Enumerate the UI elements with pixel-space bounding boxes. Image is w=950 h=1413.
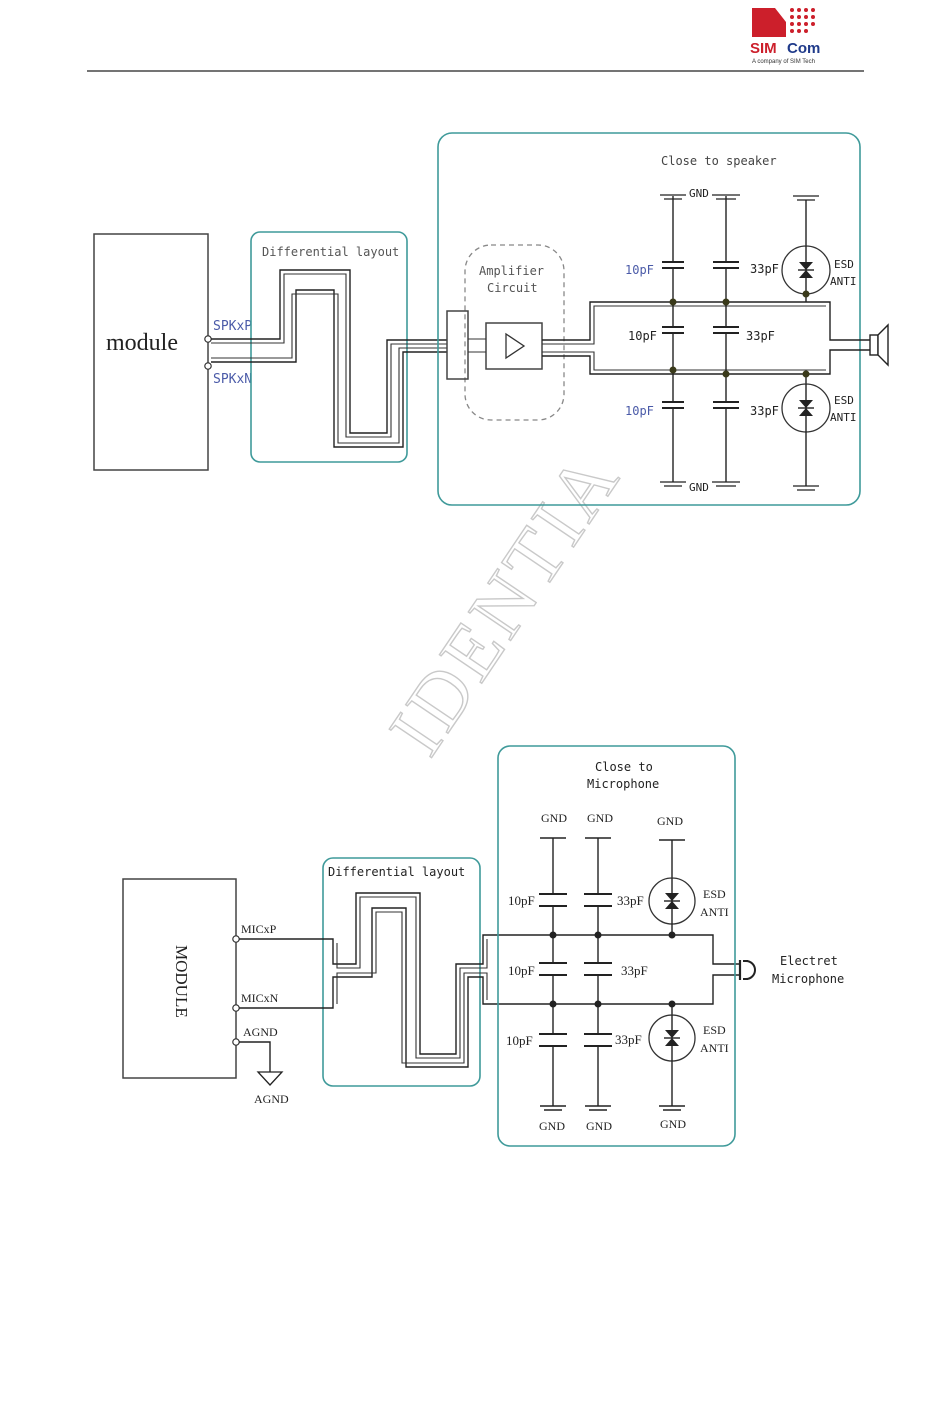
microphone-diagram: MODULE MICxP MICxN AGND AGND Differentia… bbox=[122, 745, 844, 1147]
spkxn-pin bbox=[204, 362, 212, 370]
mic-device-label-1: Electret bbox=[780, 954, 838, 968]
speaker-gnd-top-label: GND bbox=[689, 187, 709, 200]
mic-cap-label-10pf-mid: 10pF bbox=[508, 963, 535, 978]
mic-gnd-label-top-3: GND bbox=[657, 814, 683, 828]
mic-module-box bbox=[122, 878, 237, 1079]
mic-cap-label-33pf-mid: 33pF bbox=[621, 963, 648, 978]
amplifier-block bbox=[485, 322, 543, 370]
logo-dot-grid bbox=[790, 8, 815, 33]
micxn-pin bbox=[232, 1004, 240, 1012]
mic-esd-label-top: ESD bbox=[703, 887, 726, 901]
logo-red-shape bbox=[752, 8, 786, 37]
mic-differential-box bbox=[322, 857, 481, 1087]
speaker-differential-traces bbox=[211, 269, 447, 448]
mic-cap-label-10pf-top: 10pF bbox=[508, 893, 535, 908]
mic-device-label-2: Microphone bbox=[772, 972, 844, 986]
mic-module-label: MODULE bbox=[172, 945, 191, 1018]
speaker-cap-label-10pf-mid: 10pF bbox=[628, 329, 657, 343]
speaker-junction bbox=[722, 298, 730, 306]
speaker-cap-column-10pf bbox=[662, 196, 684, 482]
micxp-label: MICxP bbox=[241, 922, 277, 936]
mic-gnd-label-top-1: GND bbox=[541, 811, 567, 825]
speaker-module-box bbox=[93, 233, 209, 471]
speaker-esd-label-top: ESD bbox=[834, 258, 854, 271]
agnd-symbol bbox=[256, 1071, 284, 1086]
amplifier-dashed-box bbox=[464, 244, 565, 421]
speaker-differential-box bbox=[250, 231, 408, 463]
mic-anti-label-bottom: ANTI bbox=[700, 1041, 729, 1055]
speaker-cap-label-10pf-top: 10pF bbox=[625, 263, 654, 277]
mic-esd-bottom bbox=[648, 1004, 696, 1106]
mic-gnd-bottom bbox=[540, 1105, 685, 1111]
mic-gnd-label-top-2: GND bbox=[587, 811, 613, 825]
mic-junction bbox=[594, 1000, 602, 1008]
speaker-gnd-top: GND bbox=[660, 187, 819, 201]
mic-cap-label-10pf-bottom: 10pF bbox=[506, 1033, 533, 1048]
agnd-pin-label: AGND bbox=[243, 1025, 278, 1039]
confidential-watermark: IDENTIA bbox=[372, 435, 637, 769]
microphone-icon bbox=[738, 960, 756, 980]
speaker-differential-label: Differential layout bbox=[262, 245, 399, 259]
mic-junction bbox=[668, 931, 676, 939]
speaker-junction bbox=[802, 370, 810, 378]
mic-esd-top bbox=[648, 840, 696, 935]
simcom-logo: SIM Com A company of SIM Tech bbox=[750, 8, 820, 65]
speaker-anti-label-bottom: ANTI bbox=[830, 411, 857, 424]
logo-sim-text: SIM bbox=[750, 40, 777, 57]
micxn-label: MICxN bbox=[241, 991, 279, 1005]
speaker-cap-column-33pf bbox=[713, 196, 739, 482]
speaker-esd-label-bottom: ESD bbox=[834, 394, 854, 407]
spkxp-pin bbox=[204, 335, 212, 343]
mic-junction bbox=[549, 1000, 557, 1008]
mic-junction bbox=[549, 931, 557, 939]
speaker-esd-bottom bbox=[781, 374, 831, 486]
mic-close-label-1: Close to bbox=[595, 760, 653, 774]
speaker-cap-label-33pf-top: 33pF bbox=[750, 262, 779, 276]
speaker-junction bbox=[669, 298, 677, 306]
speaker-cap-label-10pf-bottom: 10pF bbox=[625, 404, 654, 418]
mic-gnd-label-bottom-3: GND bbox=[660, 1117, 686, 1131]
mic-junction bbox=[594, 931, 602, 939]
mic-close-label-2: Microphone bbox=[587, 777, 659, 791]
agnd-pin bbox=[232, 1038, 240, 1046]
speaker-gnd-bottom: GND bbox=[660, 481, 819, 494]
speaker-close-label: Close to speaker bbox=[661, 154, 777, 168]
mic-esd-label-bottom: ESD bbox=[703, 1023, 726, 1037]
speaker-junction bbox=[802, 290, 810, 298]
speaker-close-box bbox=[437, 132, 861, 506]
mic-gnd-label-bottom-1: GND bbox=[539, 1119, 565, 1133]
speaker-diagram: module SPKxP SPKxN Differential layout C… bbox=[93, 132, 889, 506]
logo-com-text: Com bbox=[787, 40, 820, 57]
speaker-cap-label-33pf-bottom: 33pF bbox=[750, 404, 779, 418]
mic-anti-label-top: ANTI bbox=[700, 905, 729, 919]
speaker-icon bbox=[869, 323, 889, 367]
mic-differential-label: Differential layout bbox=[328, 865, 465, 879]
agnd-label: AGND bbox=[254, 1092, 289, 1106]
spkxn-label: SPKxN bbox=[213, 372, 252, 387]
mic-close-box bbox=[497, 745, 736, 1147]
speaker-junction bbox=[722, 370, 730, 378]
amplifier-label-2: Circuit bbox=[487, 281, 538, 295]
spkxp-label: SPKxP bbox=[213, 319, 252, 334]
amplifier-input-block bbox=[446, 310, 469, 380]
mic-cap-column-33pf bbox=[584, 838, 612, 1106]
speaker-module-label: module bbox=[106, 330, 178, 356]
mic-junction bbox=[668, 1000, 676, 1008]
speaker-esd-top bbox=[781, 200, 831, 302]
speaker-gnd-bottom-label: GND bbox=[689, 481, 709, 494]
logo-tagline: A company of SIM Tech bbox=[752, 59, 815, 65]
speaker-junction bbox=[669, 366, 677, 374]
amplifier-triangle-icon bbox=[505, 332, 526, 360]
speaker-cap-label-33pf-mid: 33pF bbox=[746, 329, 775, 343]
mic-cap-label-33pf-bottom: 33pF bbox=[615, 1032, 642, 1047]
mic-cap-label-33pf-top: 33pF bbox=[617, 893, 644, 908]
mic-gnd-label-bottom-2: GND bbox=[586, 1119, 612, 1133]
mic-cap-column-10pf bbox=[539, 838, 567, 1106]
amplifier-label-1: Amplifier bbox=[479, 264, 544, 278]
micxp-pin bbox=[232, 935, 240, 943]
speaker-anti-label-top: ANTI bbox=[830, 275, 857, 288]
